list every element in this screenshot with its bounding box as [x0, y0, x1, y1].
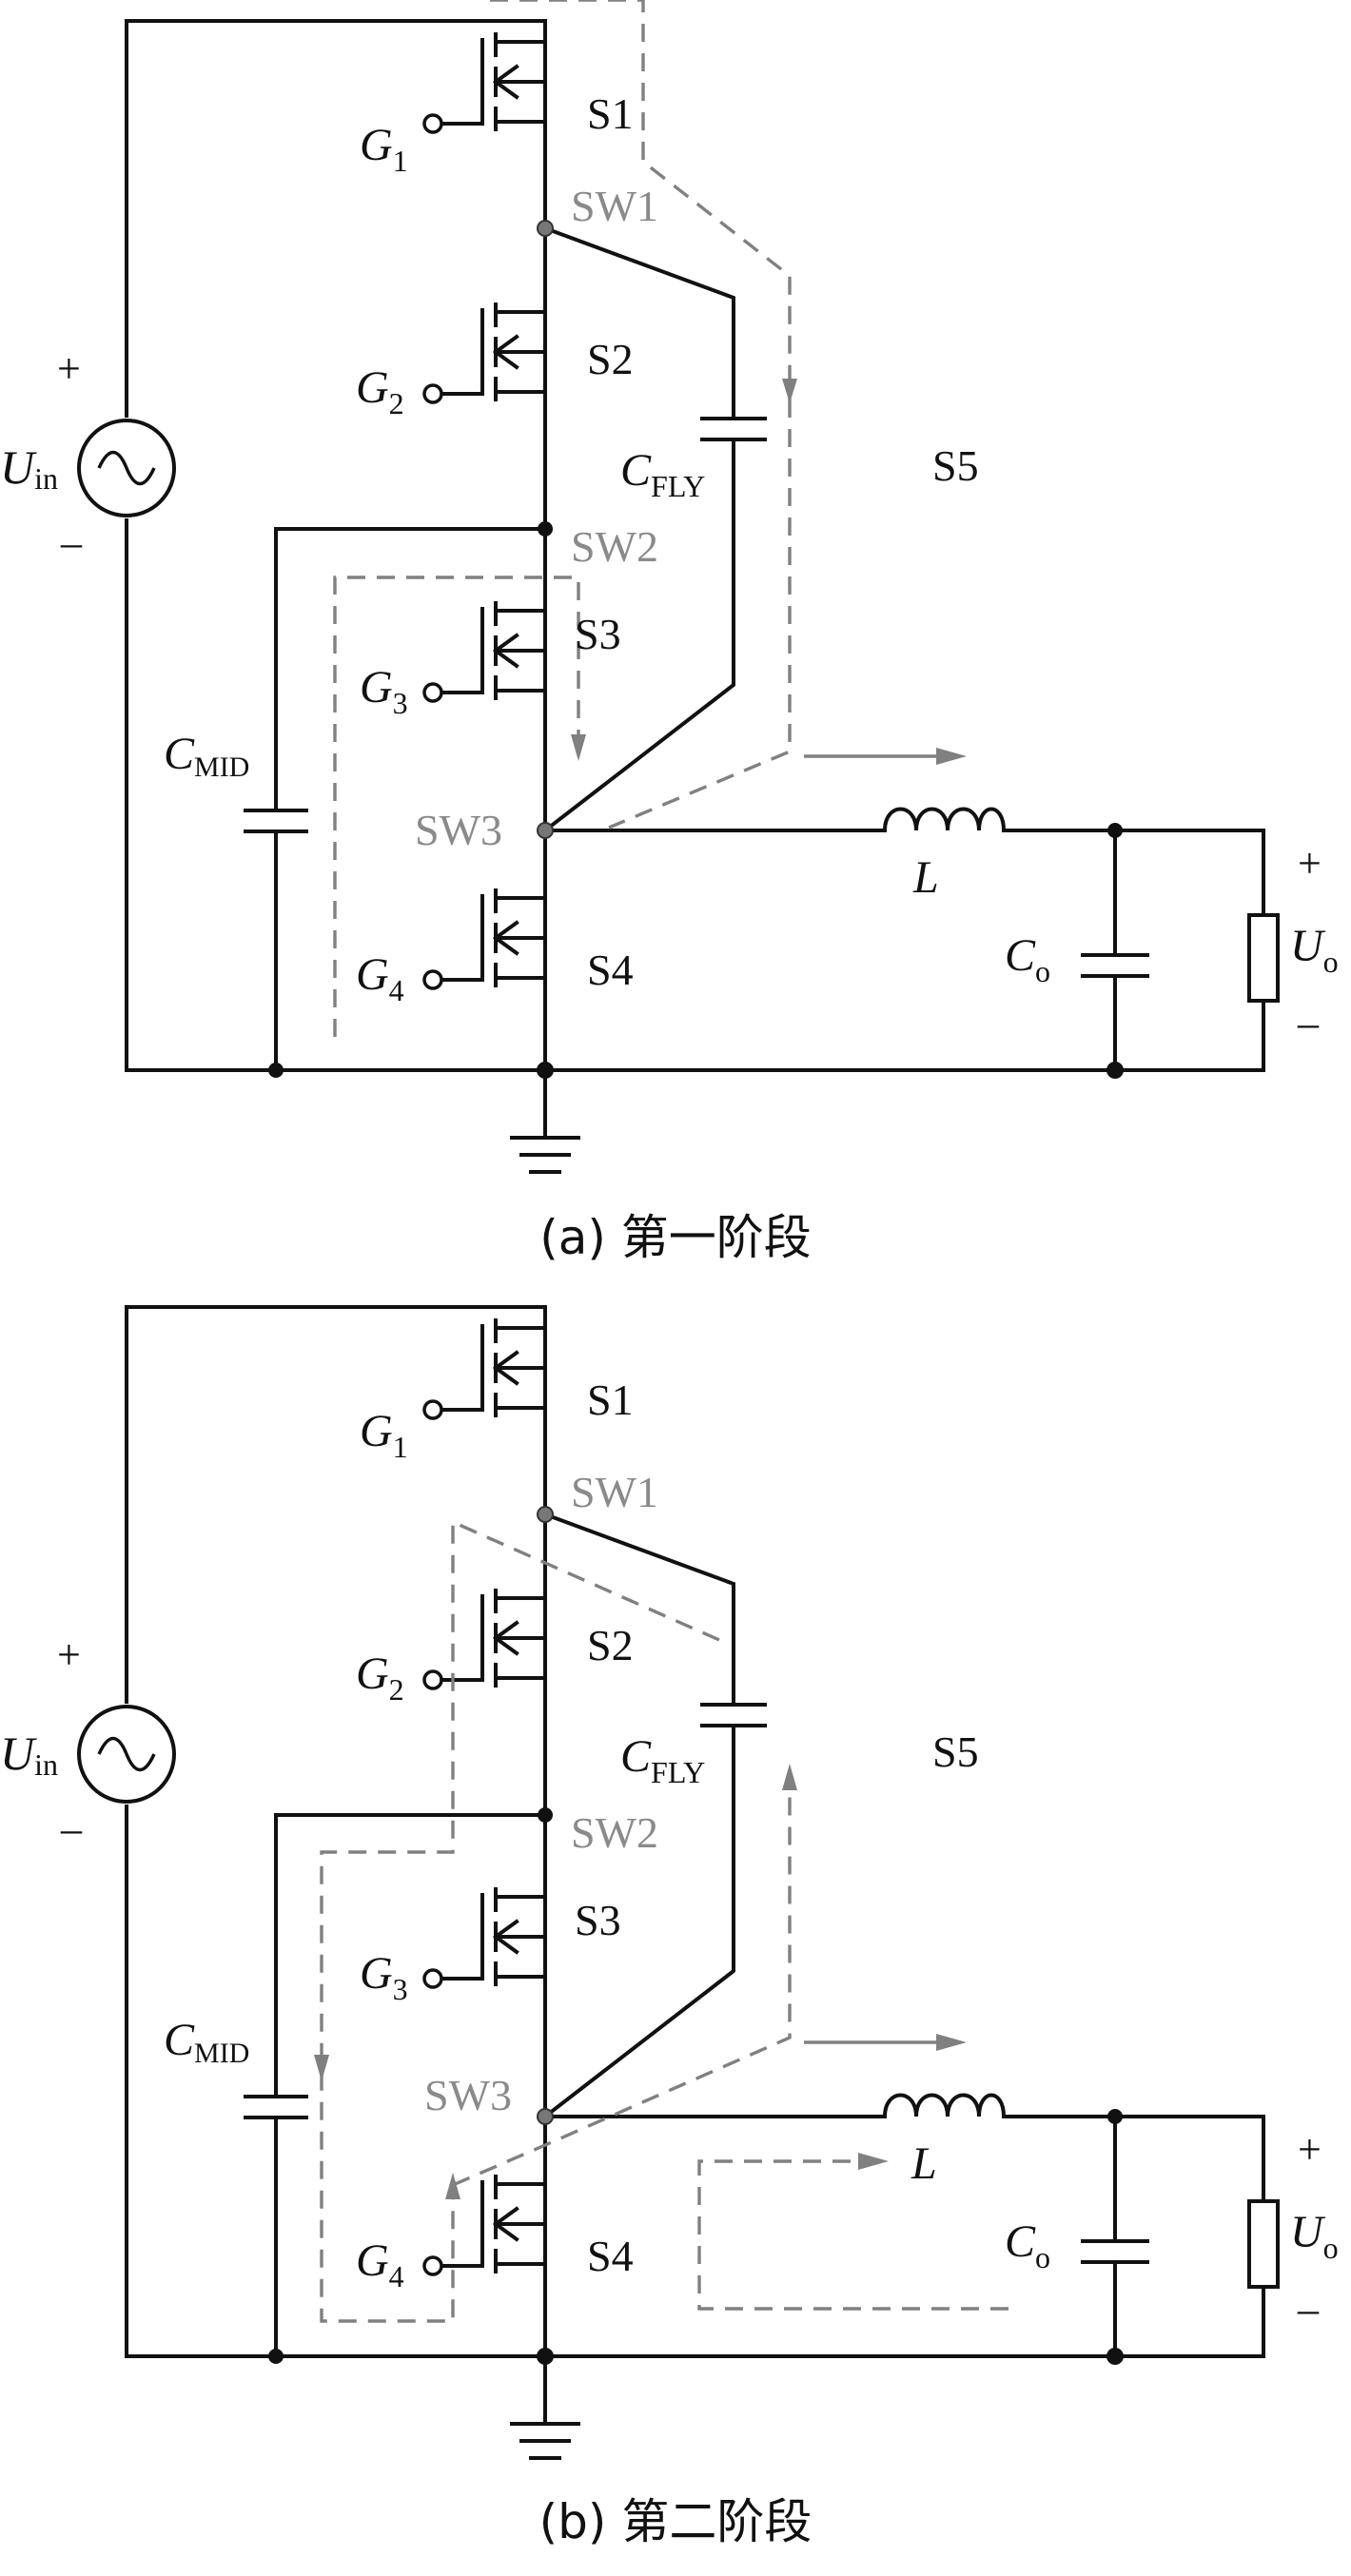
- inductor-label: L: [910, 2138, 937, 2189]
- s3-label: S3: [575, 610, 621, 658]
- cfly-label: CFLY: [620, 1731, 705, 1789]
- gate-g2-label: G2: [356, 362, 404, 420]
- current-path-2: [608, 400, 792, 829]
- path-arrowhead-3: [782, 1764, 797, 1790]
- cmid-wire-top: [274, 527, 547, 812]
- node-sw1-dot: [537, 1506, 554, 1523]
- cfly-wire-bottom: [542, 438, 735, 833]
- freewheel-path: [697, 2159, 1008, 2311]
- switch-s1: [422, 19, 547, 145]
- cmid-label: CMID: [164, 2015, 249, 2069]
- node-sw3-label: SW3: [415, 806, 502, 854]
- output-label: Uo: [1290, 921, 1339, 979]
- gate-g3-label: G3: [360, 1948, 408, 2006]
- caption-b: (b) 第二阶段: [539, 2494, 813, 2549]
- node-sw1-dot: [537, 220, 554, 237]
- source-plus: +: [57, 345, 81, 392]
- output-plus: +: [1298, 840, 1322, 887]
- node-sw1-label: SW1: [571, 1468, 658, 1516]
- node-sw1-label: SW1: [571, 182, 658, 230]
- panel-b-stage-two: S1 S2 S3 S4 S5 G1 G2 G3 G4 SW1 SW2 SW3 +…: [0, 1305, 1339, 2549]
- switch-s1: [422, 1305, 547, 1431]
- switch-s4: [422, 2161, 547, 2287]
- cmid-label: CMID: [164, 729, 249, 783]
- inductor-coil: [882, 2093, 1007, 2119]
- s2-label: S2: [587, 335, 634, 383]
- cfly-wire-bottom: [542, 1724, 735, 2119]
- s4-label: S4: [587, 946, 634, 994]
- output-label: Uo: [1290, 2207, 1339, 2265]
- current-path-1: [320, 1519, 720, 2323]
- node-sw2-label: SW2: [571, 522, 658, 571]
- path-arrowhead-2: [445, 2173, 460, 2199]
- load-resistor: [1247, 913, 1280, 1003]
- load-resistor: [1247, 2199, 1280, 2289]
- switch-s3: [422, 1874, 547, 2000]
- inductor-label: L: [912, 852, 939, 903]
- node-sw2-dot: [538, 1807, 553, 1823]
- source-label: Uin: [0, 440, 58, 496]
- co-label: Co: [1005, 2216, 1050, 2274]
- gate-g1-label: G1: [360, 1406, 408, 1464]
- gate-g3-label: G3: [360, 662, 408, 720]
- node-sw2-dot: [538, 521, 553, 537]
- node-sw3-label: SW3: [424, 2071, 512, 2119]
- node-sw2-label: SW2: [571, 1808, 658, 1857]
- path-arrowhead-4: [858, 2153, 889, 2170]
- path-arrowhead-2: [571, 734, 586, 761]
- switch-s2: [422, 1575, 547, 1701]
- switch-s2: [422, 289, 547, 415]
- gate-g1-label: G1: [360, 120, 408, 178]
- output-minus: –: [1297, 1000, 1320, 1046]
- output-plus: +: [1298, 2126, 1322, 2173]
- s5-label: S5: [932, 441, 979, 490]
- path-arrowhead-1: [314, 2055, 329, 2081]
- source-minus: –: [60, 1805, 83, 1852]
- gate-g4-label: G4: [356, 949, 404, 1007]
- source-plus: +: [57, 1631, 81, 1678]
- cmid-wire-top: [274, 1813, 547, 2098]
- sine-icon: [97, 450, 156, 486]
- s2-label: S2: [587, 1621, 634, 1669]
- source-label: Uin: [0, 1727, 58, 1782]
- s5-label: S5: [932, 1727, 979, 1776]
- gate-g4-label: G4: [356, 2235, 404, 2293]
- node-sw3-dot: [537, 822, 554, 839]
- s1-label: S1: [587, 1376, 634, 1424]
- switch-s4: [422, 875, 547, 1001]
- gate-g2-label: G2: [356, 1649, 404, 1707]
- current-path-1: [490, 0, 792, 400]
- switch-s3: [422, 588, 547, 713]
- output-minus: –: [1297, 2286, 1320, 2332]
- panel-a-stage-one: S1 S2 S3 S4 S5 G1 G2 G3 G4 SW1 SW2 SW3 +…: [0, 0, 1339, 1265]
- s1-label: S1: [587, 89, 634, 138]
- co-label: Co: [1005, 930, 1050, 988]
- inductor-coil: [882, 807, 1007, 833]
- node-sw3-dot: [537, 2108, 554, 2125]
- cfly-wire-top: [542, 225, 735, 420]
- path-arrowhead-1: [782, 379, 797, 403]
- s4-label: S4: [587, 2232, 634, 2280]
- cfly-label: CFLY: [620, 445, 705, 503]
- s3-label: S3: [575, 1896, 621, 1944]
- caption-a: (a) 第一阶段: [539, 1210, 812, 1265]
- cfly-wire-top: [542, 1512, 735, 1707]
- source-minus: –: [60, 519, 83, 566]
- sine-icon: [97, 1736, 156, 1772]
